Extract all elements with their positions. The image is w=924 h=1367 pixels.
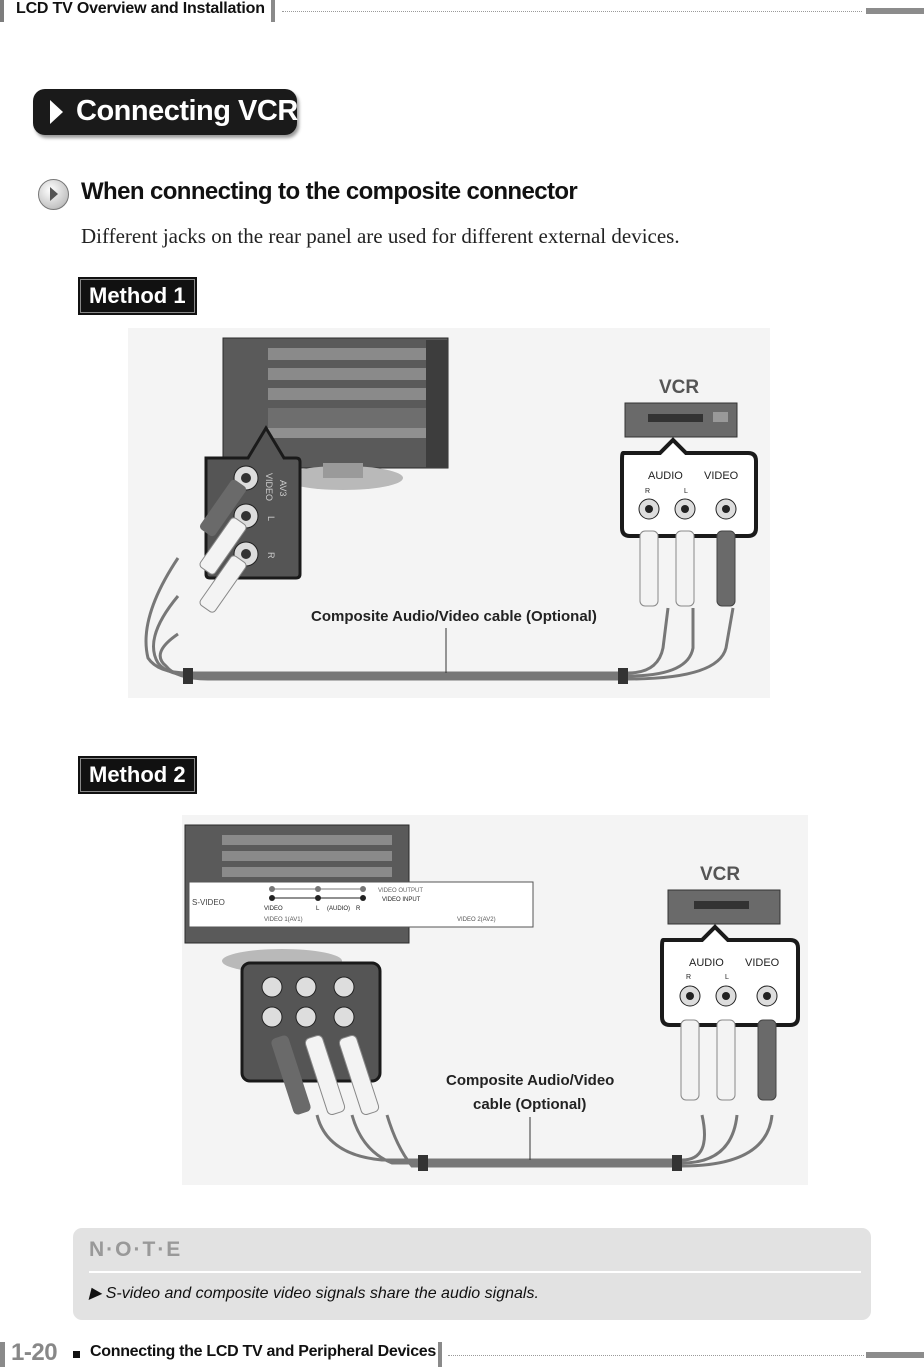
panel-l-label: L xyxy=(316,906,320,912)
cable-clamp-right xyxy=(618,668,628,684)
panel-video1-label: VIDEO 1(AV1) xyxy=(264,917,303,923)
cable-label-line2: cable (Optional) xyxy=(473,1096,586,1113)
vcr-label: VCR xyxy=(659,377,699,398)
panel-video-output-label: VIDEO OUTPUT xyxy=(378,888,423,894)
vcr-l-label: L xyxy=(684,488,688,495)
vcr-r-label: R xyxy=(686,974,691,981)
bullet-arrow-icon xyxy=(50,187,58,201)
cable-clamp-left xyxy=(418,1155,428,1171)
note-box xyxy=(73,1228,871,1320)
panel-label-l: L xyxy=(266,516,276,521)
footer-dotted-rule xyxy=(448,1355,864,1356)
note-title: N·O·T·E xyxy=(89,1238,183,1261)
vcr-jack-callout: AUDIO VIDEO R L xyxy=(660,924,800,1027)
panel-r-label: R xyxy=(356,906,361,912)
banner-arrow-icon xyxy=(50,100,63,124)
note-text: ▶ S-video and composite video signals sh… xyxy=(89,1285,539,1302)
vcr-r-label: R xyxy=(645,488,650,495)
note-divider xyxy=(89,1271,861,1273)
header-separator xyxy=(271,0,275,22)
panel-video-label: VIDEO xyxy=(264,906,283,912)
vcr-device xyxy=(624,402,738,438)
method2-diagram: S-VIDEO VIDEO L (AUDIO) R VIDEO OUTPUT V… xyxy=(182,815,808,1185)
vcr-side-plugs xyxy=(680,1019,777,1101)
panel-svideo-label: S-VIDEO xyxy=(192,898,225,907)
panel-audio-label: (AUDIO) xyxy=(327,906,350,912)
subsection-description: Different jacks on the rear panel are us… xyxy=(81,224,680,248)
cable-label: Composite Audio/Video cable (Optional) xyxy=(311,608,597,625)
method1-diagram: VIDEO AV3 L R VCR AUDIO VIDEO R L xyxy=(128,328,770,698)
vcr-jack-callout: AUDIO VIDEO R L xyxy=(620,437,758,538)
header-end-bar xyxy=(866,8,924,14)
tv-side-plugs xyxy=(271,1034,380,1116)
tv-side-plugs xyxy=(199,479,247,613)
panel-label-video: VIDEO xyxy=(264,473,274,501)
vcr-label: VCR xyxy=(700,864,740,885)
panel-video-input-label: VIDEO INPUT xyxy=(382,897,421,903)
vcr-device xyxy=(667,889,781,925)
panel-video2-label: VIDEO 2(AV2) xyxy=(457,917,496,923)
vcr-audio-label: AUDIO xyxy=(689,957,724,969)
method2-label: Method 2 xyxy=(78,756,197,794)
panel-label-r: R xyxy=(266,552,276,559)
cable-clamp-right xyxy=(672,1155,682,1171)
section-banner xyxy=(33,89,297,135)
method1-label: Method 1 xyxy=(78,277,197,315)
vcr-video-label: VIDEO xyxy=(745,957,780,969)
header-bar xyxy=(0,0,4,22)
vcr-video-label: VIDEO xyxy=(704,470,739,482)
footer-end-bar xyxy=(866,1352,924,1358)
section-title: Connecting VCR xyxy=(76,95,298,127)
vcr-audio-label: AUDIO xyxy=(648,470,683,482)
vcr-side-plugs xyxy=(639,530,736,607)
page-number: 1-20 xyxy=(11,1339,58,1366)
vcr-l-label: L xyxy=(725,974,729,981)
footer-bar xyxy=(0,1342,5,1367)
panel-label-strip: S-VIDEO VIDEO L (AUDIO) R VIDEO OUTPUT V… xyxy=(188,881,534,928)
footer-square-icon xyxy=(73,1351,80,1358)
panel-label-av3: AV3 xyxy=(278,480,288,496)
footer-separator xyxy=(438,1342,442,1367)
header-dotted-rule xyxy=(282,11,862,12)
cable-label-line1: Composite Audio/Video xyxy=(446,1072,614,1089)
header-title: LCD TV Overview and Installation xyxy=(16,0,265,17)
cable-clamp-left xyxy=(183,668,193,684)
footer-title: Connecting the LCD TV and Peripheral Dev… xyxy=(90,1343,436,1360)
subsection-title: When connecting to the composite connect… xyxy=(81,178,578,205)
